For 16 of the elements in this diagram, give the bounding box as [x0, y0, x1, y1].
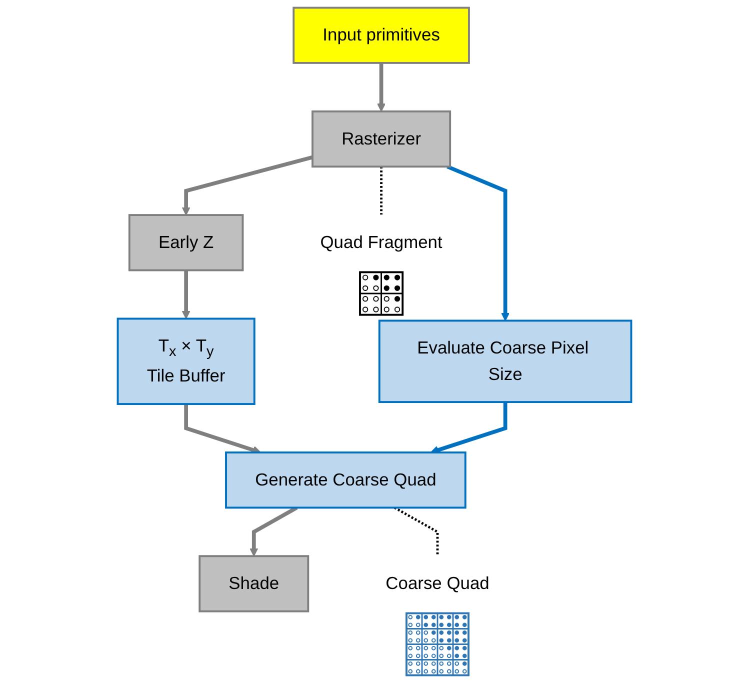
node-label: Coarse Quad [386, 574, 490, 593]
node-box: Rasterizer [312, 110, 452, 168]
node-box: Evaluate Coarse Pixel Size [378, 320, 632, 403]
node-box: Generate Coarse Quad [225, 452, 466, 509]
connector [394, 506, 439, 556]
arrow [377, 62, 386, 112]
connector [380, 166, 382, 216]
arrow [446, 164, 510, 322]
node-box: Input primitives [292, 6, 470, 64]
node-box: Early Z [128, 214, 244, 272]
arrow [184, 404, 262, 454]
node-box: T$_{x}$ × T$_{y}$ Tile Buffer [116, 318, 256, 405]
arrow [182, 270, 190, 320]
arrow [250, 506, 298, 556]
node-box: Shade [198, 555, 310, 612]
arrow [182, 155, 313, 216]
